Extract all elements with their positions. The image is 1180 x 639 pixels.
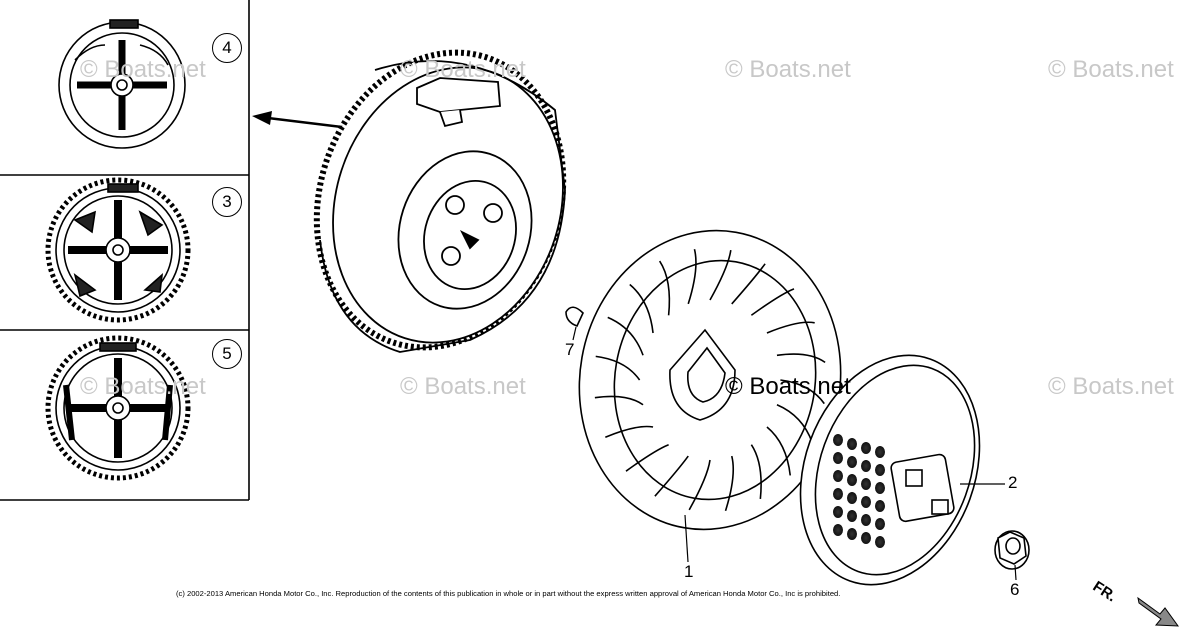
woodruff-key [565, 306, 584, 328]
vent-hole [875, 536, 885, 548]
fan-blade [687, 248, 697, 305]
vent-hole [847, 492, 857, 504]
fan-blade [731, 263, 766, 305]
fan-blade [658, 260, 671, 316]
vent-hole [847, 510, 857, 522]
watermark: © Boats.net [725, 56, 851, 83]
vent-hole [833, 488, 843, 500]
vent-hole [847, 474, 857, 486]
fan-cup [799, 354, 981, 586]
watermark: © Boats.net [1048, 56, 1174, 83]
fan-blade [607, 316, 644, 356]
flange-nut [994, 530, 1030, 570]
fan-blade [595, 355, 641, 381]
vent-hole [847, 528, 857, 540]
vent-hole [833, 470, 843, 482]
fan-blade [654, 455, 689, 497]
front-direction-arrow [1137, 596, 1180, 627]
watermark: © Boats.net [1048, 373, 1174, 400]
copyright-notice: (c) 2002-2013 American Honda Motor Co., … [176, 589, 841, 598]
vent-hole [833, 506, 843, 518]
vent-hole [861, 478, 871, 490]
watermark: © Boats.net [400, 373, 526, 400]
variant-label-5: 5 [212, 339, 242, 369]
callout-flange-nut: 6 [1010, 580, 1020, 599]
vent-hole [875, 500, 885, 512]
vent-hole [875, 446, 885, 458]
callout-woodruff-key: 7 [565, 340, 575, 359]
vent-hole [833, 434, 843, 446]
fan-blade [594, 395, 644, 406]
fan-blade [625, 443, 669, 472]
vent-hole [875, 518, 885, 530]
vent-hole [861, 496, 871, 508]
fan-blade [766, 321, 815, 334]
fan-blade [724, 455, 735, 512]
fan-blade [750, 288, 795, 316]
variant-pointer-arrow [252, 111, 351, 130]
vent-hole [847, 438, 857, 450]
watermark: © Boats.net [80, 373, 206, 400]
vent-hole [847, 456, 857, 468]
vent-hole [833, 524, 843, 536]
flywheel-variant-4 [58, 19, 186, 149]
vent-hole [875, 464, 885, 476]
flywheel-variant-3 [45, 177, 191, 323]
vent-hole [861, 442, 871, 454]
vent-hole [875, 482, 885, 494]
fan-blade [605, 425, 654, 438]
fan-blade [766, 426, 792, 476]
watermark: © Boats.net [80, 56, 206, 83]
vent-hole [861, 532, 871, 544]
fan-blade [709, 250, 732, 301]
watermark: © Boats.net [725, 373, 851, 400]
fan-blade [780, 379, 825, 405]
fan-blade [688, 459, 711, 511]
variant-label-4: 4 [212, 33, 242, 63]
vent-hole [861, 514, 871, 526]
watermark: © Boats.net [400, 56, 526, 83]
fan-blade [776, 353, 826, 364]
callout-fan-cup: 2 [1008, 473, 1018, 492]
variant-panel-frame [0, 0, 250, 501]
fan-blade [629, 283, 654, 334]
flywheel-variant-5 [45, 335, 191, 481]
leader-lines [572, 326, 1017, 581]
vent-hole [861, 460, 871, 472]
flywheel [313, 49, 567, 353]
variant-label-3: 3 [212, 187, 242, 217]
vent-hole [833, 452, 843, 464]
callout-fan: 1 [684, 562, 694, 581]
cooling-fan [578, 229, 842, 531]
fan-blade [750, 444, 762, 500]
